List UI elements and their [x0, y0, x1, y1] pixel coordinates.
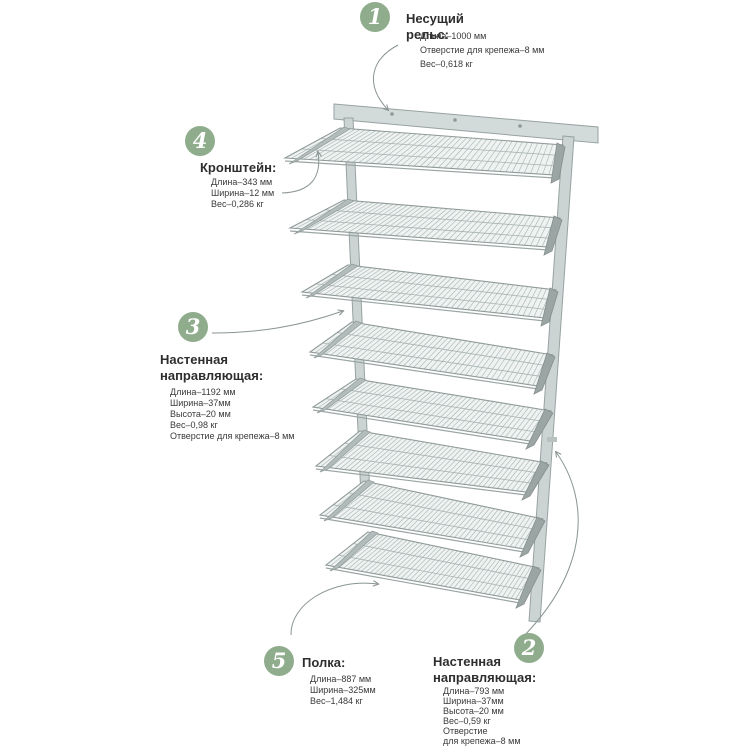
- spec-line: Длина–1000 мм: [420, 31, 487, 41]
- arrow-wall-guide-left: [211, 311, 343, 334]
- spec-list: Длина–887 мм Ширина–325мм Вес–1,484 кг: [310, 674, 376, 707]
- callout-title: Кронштейн:: [200, 160, 277, 175]
- number-badge: 2: [514, 633, 544, 663]
- spec-line: Отверстие: [443, 726, 488, 736]
- wire-shelves: [283, 126, 566, 609]
- spec-line: для крепежа–8 мм: [443, 736, 521, 746]
- spec-line: Отверстие для крепежа–8 мм: [170, 431, 295, 441]
- wire-shelf: [311, 377, 554, 450]
- spec-line: Вес–1,484 кг: [310, 696, 363, 706]
- wire-shelf: [324, 530, 542, 609]
- wire-shelf: [318, 479, 546, 558]
- arrow-bracket: [281, 152, 319, 194]
- arrow-wall-guide-right: [519, 452, 579, 641]
- spec-list: Длина–343 мм Ширина–12 мм Вес–0,286 кг: [211, 177, 274, 210]
- number-badge: 5: [264, 646, 294, 676]
- spec-line: Длина–793 мм: [443, 686, 505, 696]
- number-badge: 4: [185, 126, 215, 156]
- callout-title: Несущий рельс:: [406, 11, 464, 42]
- spec-line: Вес–0,286 кг: [211, 199, 264, 209]
- top-rail: [333, 103, 599, 144]
- spec-list: Длина–793 мм Ширина–37мм Высота–20 мм Ве…: [443, 686, 521, 746]
- callout-title: Настенная направляющая:: [433, 654, 537, 685]
- number-badge: 3: [178, 312, 208, 342]
- wall-guide-right: [528, 135, 575, 623]
- wire-shelf: [283, 126, 566, 184]
- spec-line: Ширина–37мм: [443, 696, 504, 706]
- spec-line: Ширина–325мм: [310, 685, 376, 695]
- spec-line: Ширина–12 мм: [211, 188, 275, 198]
- spec-line: Отверстие для крепежа–8 мм: [420, 45, 545, 55]
- spec-line: Вес–0,618 кг: [420, 59, 473, 69]
- spec-list: Длина–1192 мм Ширина–37мм Высота–20 мм В…: [170, 387, 294, 442]
- spec-line: Длина–1192 мм: [170, 387, 236, 397]
- spec-line: Вес–0,59 кг: [443, 716, 491, 726]
- wire-shelf: [314, 429, 550, 501]
- wire-shelf: [308, 320, 556, 395]
- spec-line: Длина–887 мм: [310, 674, 372, 684]
- spec-line: Высота–20 мм: [170, 409, 231, 419]
- number-badge: 1: [360, 2, 390, 32]
- spec-line: Ширина–37мм: [170, 398, 231, 408]
- arrow-rail: [373, 44, 399, 110]
- spec-line: Длина–343 мм: [211, 177, 273, 187]
- arrow-shelf: [290, 583, 378, 636]
- wire-shelf: [300, 263, 559, 327]
- spec-line: Вес–0,98 кг: [170, 420, 218, 430]
- spec-list: Длина–1000 мм Отверстие для крепежа–8 мм…: [420, 29, 544, 71]
- wire-shelf: [288, 198, 563, 256]
- spec-line: Высота–20 мм: [443, 706, 504, 716]
- callout-title: Полка:: [302, 655, 346, 670]
- callout-title: Настенная направляющая:: [160, 352, 264, 383]
